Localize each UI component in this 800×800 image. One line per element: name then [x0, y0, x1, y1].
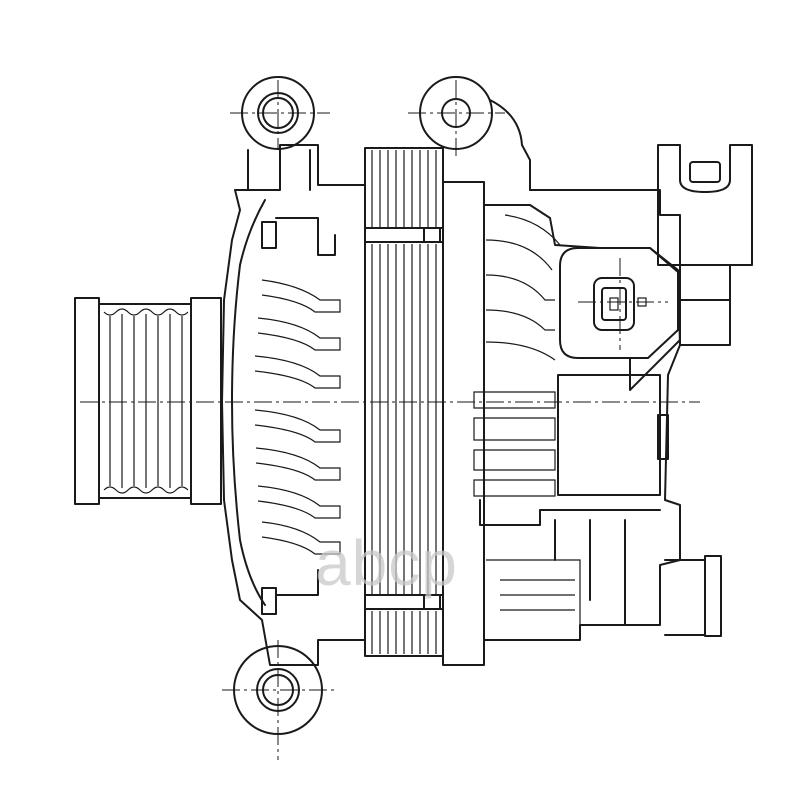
watermark-text: abcp: [315, 527, 458, 599]
regulator-block: [473, 374, 669, 526]
bottom-terminal: [664, 555, 722, 637]
watermark-logo: abcp: [315, 527, 458, 599]
terminal-post: [529, 144, 753, 346]
rear-housing: [442, 147, 681, 666]
mounting-ears: [233, 76, 531, 735]
stator: [364, 147, 444, 657]
connector-plug: [559, 247, 681, 391]
pulley: [74, 297, 222, 505]
center-lines: [80, 80, 700, 760]
front-housing: [221, 144, 366, 666]
